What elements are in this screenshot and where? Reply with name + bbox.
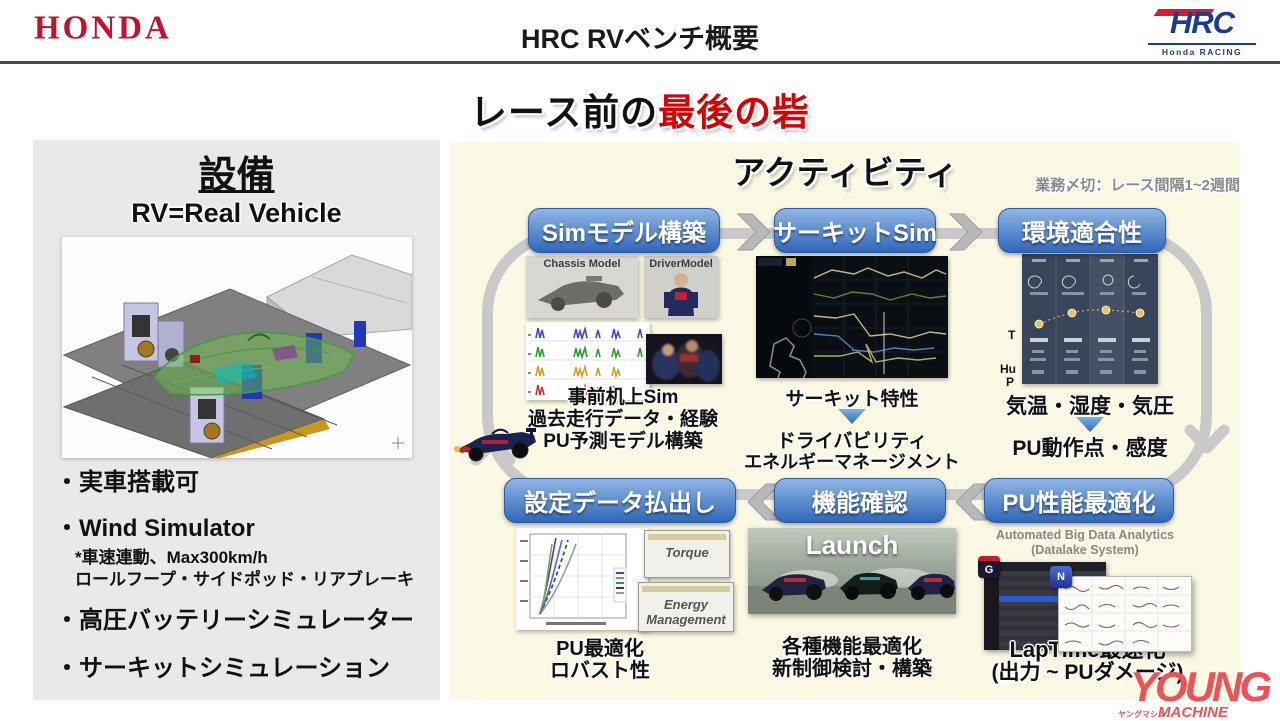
energy-panel-bar xyxy=(642,586,730,592)
equipment-panel: 設備 RV=Real Vehicle xyxy=(33,140,440,700)
arrow-left-icon xyxy=(747,483,782,521)
analytics-chart-illustration xyxy=(1059,577,1191,651)
loop-arrow-down-icon xyxy=(1184,424,1230,454)
bullet-wind-sub-2: ロールフープ・サイドポッド・リアブレーキ xyxy=(75,570,414,589)
hrc-logo-subtext: Honda RACING xyxy=(1148,43,1256,57)
function-check-caption-2: 新制御検討・構築 xyxy=(772,658,932,680)
bullet-battery-simulator: ・高圧バッテリーシミュレーター xyxy=(55,607,415,634)
watermark-main: YOUNG xyxy=(1130,663,1272,710)
driver-model-label: DriverModel xyxy=(649,258,713,270)
team-photo xyxy=(646,334,722,384)
main-title-prefix: レース前の xyxy=(469,92,659,133)
hrc-logo: HRC Honda RACING xyxy=(1148,6,1256,58)
function-check-caption-1: 各種機能最適化 xyxy=(782,636,922,658)
young-machine-watermark: YOUNG ヤングマシン MACHINE xyxy=(1118,663,1280,721)
pu-optimization-caption-2: (出力 ~ PUダメージ) xyxy=(991,661,1184,684)
bullet-wind-sub-1: *車速連動、Max300km/h xyxy=(75,548,268,567)
sim-model-caption-1: 事前机上Sim xyxy=(567,387,679,408)
activity-panel: アクティビティ 業務〆切：レース間隔1~2週間 Simモデル構築 サーキットSi… xyxy=(450,142,1240,700)
datalake-sidebar xyxy=(984,571,999,650)
flow-box-circuit-sim: サーキットSim xyxy=(773,208,937,253)
torque-panel-bar xyxy=(648,534,726,540)
hrc-logo-text: HRC xyxy=(1169,5,1235,40)
datalake-selected-row xyxy=(999,596,1106,602)
header-divider xyxy=(0,61,1280,64)
arrow-left-icon xyxy=(955,483,990,521)
watermark-sub: MACHINE xyxy=(1158,704,1228,721)
honda-logo: HONDA xyxy=(34,9,172,47)
down-arrow-icon xyxy=(1076,417,1104,432)
main-title: レース前の最後の砦 xyxy=(0,82,1280,136)
sim-model-caption-2: 過去走行データ・経験 xyxy=(527,409,718,430)
pu-map-illustration xyxy=(520,533,627,625)
analytics-chart-screenshot xyxy=(1058,576,1192,652)
equipment-subheading: RV=Real Vehicle xyxy=(131,198,342,228)
arrow-right-icon xyxy=(948,213,983,251)
energy-panel: Energy Management xyxy=(638,582,734,632)
launch-photo: Launch xyxy=(748,528,956,614)
sim-traces-illustration xyxy=(528,326,646,398)
race-start-illustration xyxy=(748,568,956,614)
f1-car-image xyxy=(454,428,536,462)
rv-bench-image xyxy=(62,237,413,459)
deadline-note: 業務〆切：レース間隔1~2週間 xyxy=(1035,177,1240,194)
axis-label-pressure: P xyxy=(1006,375,1015,389)
driver-model-illustration xyxy=(664,273,698,316)
team-photo-illustration xyxy=(652,340,720,382)
main-title-highlight: 最後の砦 xyxy=(658,92,811,133)
flow-box-sim-model: Simモデル構築 xyxy=(528,208,720,253)
rv-bench-illustration xyxy=(62,237,413,459)
flow-box-function-check: 機能確認 xyxy=(774,478,946,523)
pu-map-chart xyxy=(516,528,648,630)
axis-label-temperature: T xyxy=(1008,328,1016,342)
chassis-model-label: Chassis Model xyxy=(543,258,621,270)
launch-label: Launch xyxy=(805,530,899,560)
analytics-app-icon: N xyxy=(1050,566,1072,588)
weather-forecast-illustration xyxy=(1022,254,1158,384)
telemetry-illustration xyxy=(756,256,948,378)
chassis-model-illustration xyxy=(538,276,624,311)
chassis-model-image: Chassis Model xyxy=(526,256,638,318)
circuit-sim-caption-2: エネルギーマネージメント xyxy=(744,452,960,472)
datalake-titlebar xyxy=(984,562,1106,571)
bullet-real-vehicle: ・実車搭載可 xyxy=(55,469,199,496)
watermark-sub-jp: ヤングマシン xyxy=(1118,710,1166,719)
torque-panel-label: Torque xyxy=(665,545,709,560)
activity-heading: アクティビティ xyxy=(732,154,958,191)
circuit-sim-caption-top: サーキット特性 xyxy=(785,389,919,410)
environment-caption-bottom: PU動作点・感度 xyxy=(1012,437,1168,460)
arrow-right-icon xyxy=(736,213,771,251)
flow-box-pu-optimization: PU性能最適化 xyxy=(984,478,1174,523)
analytics-note-2: (Datalake System) xyxy=(1031,543,1139,557)
flow-box-environment: 環境適合性 xyxy=(998,208,1166,253)
equipment-heading: 設備 xyxy=(198,155,275,197)
driver-model-image: DriverModel xyxy=(644,256,718,318)
slide-header: HONDA HRC RVベンチ概要 HRC Honda RACING xyxy=(0,0,1280,63)
telemetry-image xyxy=(756,256,948,378)
bullet-circuit-simulation: ・サーキットシミュレーション xyxy=(55,655,391,682)
down-arrow-icon xyxy=(838,409,866,424)
data-release-caption-1: PU最適化 xyxy=(556,638,644,660)
datalake-app-icon: G xyxy=(978,556,1000,578)
weather-forecast-image xyxy=(1022,254,1158,384)
circuit-sim-caption-1: ドライバビリティ xyxy=(776,431,928,452)
data-release-caption-2: ロバスト性 xyxy=(550,660,650,682)
slide-title: HRC RVベンチ概要 xyxy=(520,24,760,54)
axis-label-humidity: Hu xyxy=(1000,362,1016,376)
flow-box-data-release: 設定データ払出し xyxy=(504,478,736,523)
environment-caption-top: 気温・湿度・気圧 xyxy=(1006,395,1174,418)
sim-model-caption-3: PU予測モデル構築 xyxy=(543,431,703,452)
torque-panel: Torque xyxy=(644,530,730,578)
bullet-wind-simulator: ・Wind Simulator xyxy=(55,515,255,542)
energy-panel-label: Energy Management xyxy=(646,597,726,627)
analytics-note-1: Automated Big Data Analytics xyxy=(995,528,1175,542)
sim-traces-chart xyxy=(526,322,650,400)
